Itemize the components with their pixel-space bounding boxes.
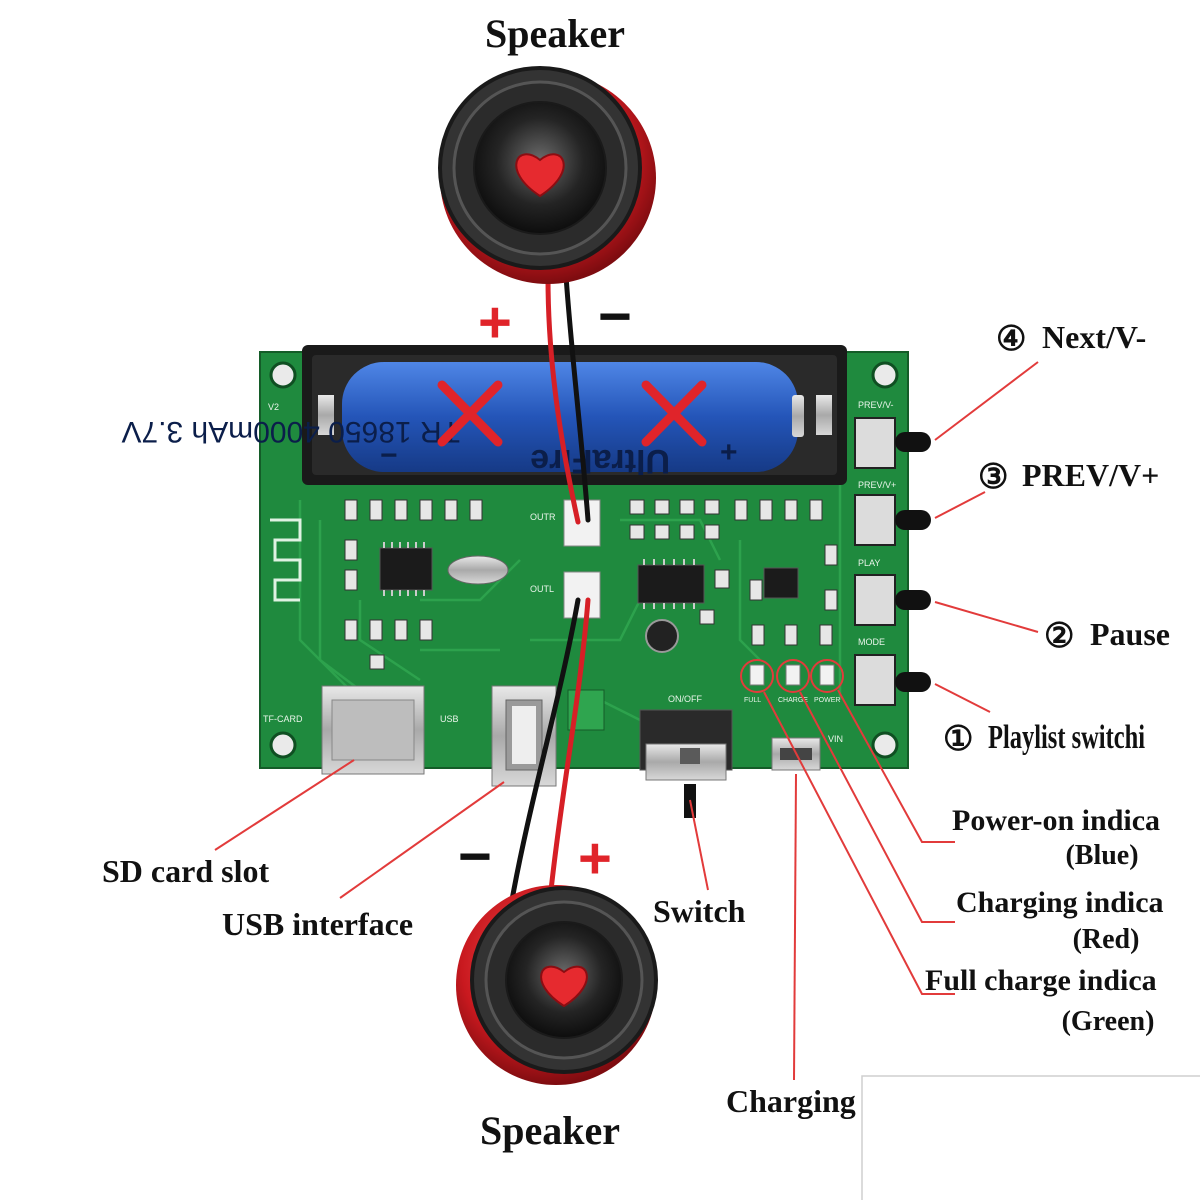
left-speaker-terminal <box>563 571 601 619</box>
tact-buttons <box>854 417 931 706</box>
silk-play: PLAY <box>858 558 880 568</box>
silk-charge: CHARGE <box>778 697 808 704</box>
label-next: Next/V- <box>1042 319 1146 355</box>
bottom-wire-black <box>509 597 581 903</box>
usb-port-tongue <box>512 706 536 764</box>
label-power-on-indicator: Power-on indica <box>952 804 1160 837</box>
label-playlist-num: ① <box>943 721 973 758</box>
leader-lines <box>214 361 1039 1081</box>
button-prev[interactable] <box>854 494 896 546</box>
label-charging: Charging <box>726 1083 856 1119</box>
label-power-on-color: (Blue) <box>1065 840 1138 871</box>
indicator-leds: FULL CHARGE POWER <box>740 659 844 704</box>
label-usb-interface: USB interface <box>222 906 413 942</box>
battery-contact-left <box>318 395 334 435</box>
leader-power <box>837 689 955 843</box>
led-full <box>749 664 765 686</box>
silk-full: FULL <box>744 697 761 704</box>
battery-print: TR 18650 4000mAh 3.7V <box>121 415 460 448</box>
leader-usb <box>339 781 505 899</box>
smd-components <box>344 499 838 670</box>
antenna <box>270 518 302 602</box>
bluetooth-chip <box>379 547 433 591</box>
leader-sd <box>214 759 355 851</box>
label-pause: Pause <box>1090 616 1170 652</box>
button-prev-actuator[interactable] <box>895 510 931 530</box>
leader-full <box>763 691 955 995</box>
charger-chip <box>763 567 799 599</box>
top-plus-sign: + <box>478 290 512 355</box>
silk-prev-v-plus: PREV/V+ <box>858 480 896 490</box>
leader-charging <box>799 691 955 923</box>
silk-mode: MODE <box>858 637 885 647</box>
speaker-bottom <box>456 885 658 1085</box>
label-charging-indicator: Charging indica <box>956 886 1164 919</box>
leader-next <box>934 361 1039 441</box>
tf-card-slot-inner <box>331 699 415 761</box>
label-playlist: Playlist switchi <box>988 719 1145 756</box>
label-full-charge-color: (Green) <box>1062 1006 1155 1037</box>
label-full-charge-indicator: Full charge indica <box>925 964 1157 997</box>
button-next-actuator[interactable] <box>895 432 931 452</box>
label-switch: Switch <box>653 893 746 929</box>
mounting-holes <box>269 361 899 759</box>
label-sd-card-slot: SD card slot <box>102 853 269 889</box>
heart-icon <box>540 965 588 1008</box>
leader-charging-port <box>793 773 797 1081</box>
silk-tf-card: TF-CARD <box>263 714 303 724</box>
silk-power: POWER <box>814 697 840 704</box>
switch-slider[interactable] <box>680 748 700 764</box>
amplifier-chip <box>637 564 705 604</box>
button-mode-actuator[interactable] <box>895 672 931 692</box>
silk-version: V2 <box>268 402 279 412</box>
pcb-board: V2 <box>121 345 931 818</box>
label-pause-num: ② <box>1044 618 1074 655</box>
speaker-top <box>438 66 656 284</box>
amp-pins <box>643 559 695 609</box>
label-charging-color: (Red) <box>1073 924 1140 955</box>
silk-prev-v-minus: PREV/V- <box>858 400 894 410</box>
button-next[interactable] <box>854 417 896 469</box>
silk-outr: OUTR <box>530 512 556 522</box>
top-wire-red <box>545 275 581 525</box>
led-charge <box>785 664 801 686</box>
silk-outl: OUTL <box>530 584 554 594</box>
top-wire-black <box>563 273 591 523</box>
battery-cell: TR 18650 4000mAh 3.7V UltraFire + − <box>121 362 804 480</box>
silk-vin: VIN <box>828 734 843 744</box>
crystal <box>447 555 509 585</box>
leader-switch <box>689 799 709 891</box>
capacitor <box>645 619 679 653</box>
button-play-actuator[interactable] <box>895 590 931 610</box>
silk-usb: USB <box>440 714 459 724</box>
speaker-wires <box>509 273 591 903</box>
chip-pins <box>383 542 425 596</box>
bottom-plus-sign: + <box>578 826 612 891</box>
blank-overlay-box <box>861 1075 1200 1200</box>
leader-prev <box>934 491 986 519</box>
label-next-num: ④ <box>996 321 1026 358</box>
leader-pause <box>934 601 1039 633</box>
heart-icon <box>515 153 565 198</box>
battery-plus: + <box>720 436 738 469</box>
label-speaker-bottom: Speaker <box>480 1108 620 1153</box>
silk-on-off: ON/OFF <box>668 694 702 704</box>
right-speaker-terminal <box>563 499 601 547</box>
battery-crosses <box>437 380 707 447</box>
bottom-minus-sign: − <box>458 824 492 889</box>
battery-minus: − <box>380 439 398 472</box>
bottom-wire-red <box>547 597 591 903</box>
battery-contact-right <box>816 395 832 435</box>
button-play[interactable] <box>854 574 896 626</box>
led-power <box>819 664 835 686</box>
battery-brand: UltraFire <box>530 442 670 480</box>
label-speaker-top: Speaker <box>485 11 625 56</box>
leader-playlist <box>934 683 991 713</box>
top-minus-sign: − <box>598 284 632 349</box>
label-prev-num: ③ <box>978 459 1008 496</box>
label-prev: PREV/V+ <box>1022 457 1159 493</box>
button-mode[interactable] <box>854 654 896 706</box>
